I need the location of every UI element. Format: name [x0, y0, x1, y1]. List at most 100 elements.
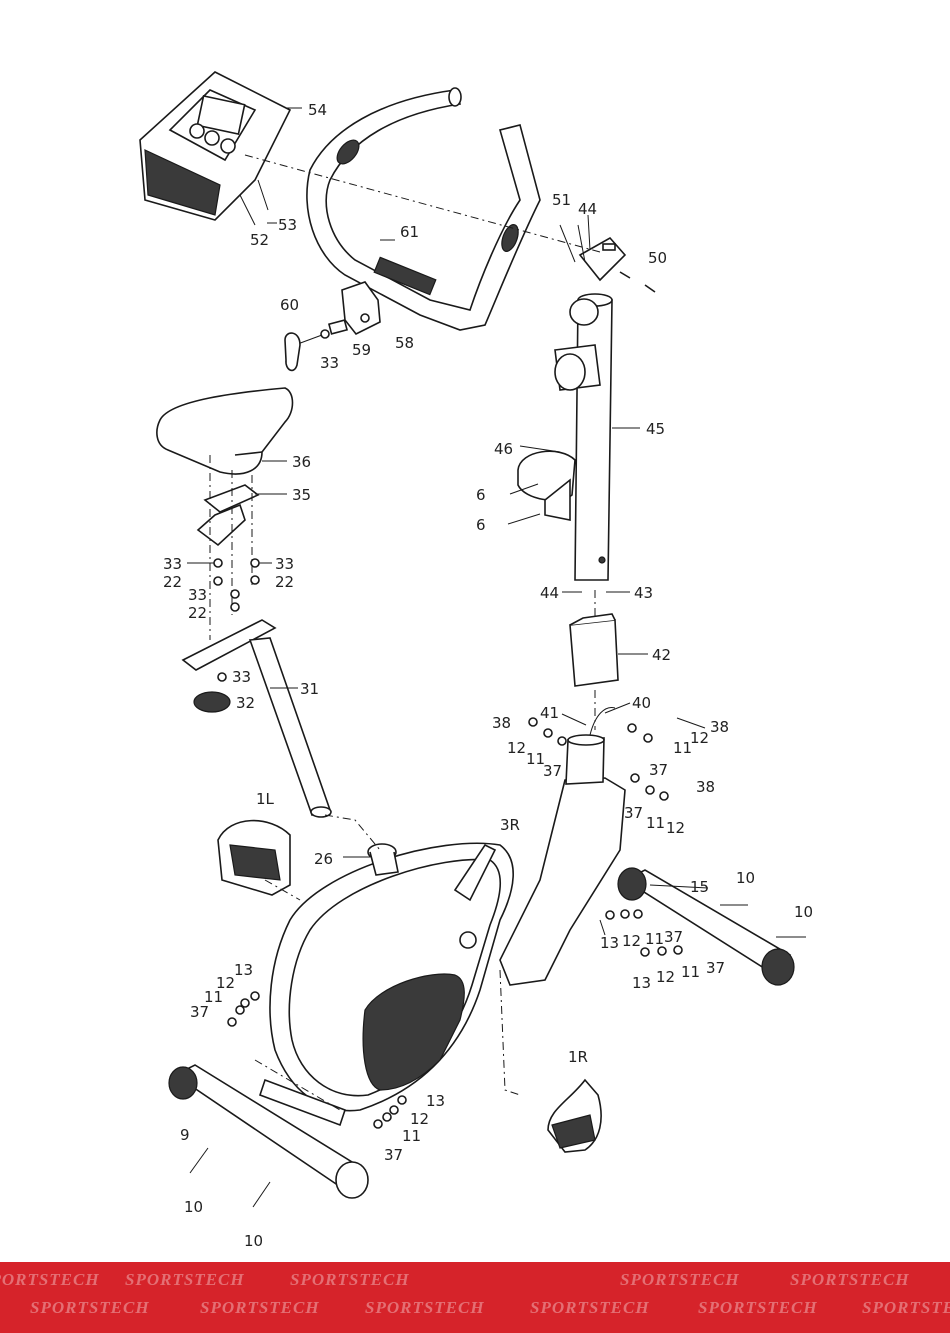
- callout-26: 26: [314, 850, 333, 868]
- callout-3R: 3R: [500, 816, 520, 834]
- callout-37: 37: [664, 928, 683, 946]
- rear-stabilizer-part-9: [168, 1064, 369, 1208]
- callout-10: 10: [244, 1232, 263, 1250]
- callout-53: 53: [278, 216, 297, 234]
- callout-37: 37: [624, 804, 643, 822]
- callout-61: 61: [400, 223, 419, 241]
- callout-51: 51: [552, 191, 571, 209]
- callout-33: 33: [320, 354, 339, 372]
- seat-part-36: [156, 387, 294, 475]
- handlebar-part-61: [306, 87, 541, 331]
- stem-tube-part-45: [554, 293, 613, 581]
- callout-37: 37: [190, 1003, 209, 1021]
- callout-22: 22: [188, 604, 207, 622]
- brand-watermark: SPORTSTECH: [30, 1298, 150, 1317]
- callout-22: 22: [163, 573, 182, 591]
- pedal-left-part-1L: [217, 819, 291, 896]
- callout-6: 6: [476, 486, 486, 504]
- callout-15: 15: [690, 878, 709, 896]
- callout-58: 58: [395, 334, 414, 352]
- callout-11: 11: [645, 930, 664, 948]
- brand-watermark: SPORTSTECH: [0, 1270, 100, 1289]
- callout-44: 44: [578, 200, 597, 218]
- callout-11: 11: [673, 739, 692, 757]
- callout-12: 12: [410, 1110, 429, 1128]
- callout-labels: 54 53 52 61 51 44 50 60 33 59 58 45 36 4…: [163, 101, 813, 1250]
- callout-10: 10: [184, 1198, 203, 1216]
- brand-watermark: SPORTSTECH: [530, 1298, 650, 1317]
- seat-bracket-part-35: [196, 455, 260, 640]
- handlebar-clamp-parts: [284, 281, 381, 372]
- callout-11: 11: [402, 1127, 421, 1145]
- callout-13: 13: [600, 934, 619, 952]
- callout-11: 11: [646, 814, 665, 832]
- brand-watermark: SPORTSTECH: [290, 1270, 410, 1289]
- callout-40: 40: [632, 694, 651, 712]
- brand-watermark: SPORTSTECH: [365, 1298, 485, 1317]
- callout-1R: 1R: [568, 1048, 588, 1066]
- brand-watermark: SPORTSTECH: [698, 1298, 818, 1317]
- callout-13: 13: [426, 1092, 445, 1110]
- brand-watermark: SPORTSTECH: [200, 1298, 320, 1317]
- left-cover-hardware: [227, 991, 407, 1129]
- front-stabilizer-part-15: [605, 867, 806, 986]
- main-frame: [499, 706, 669, 986]
- pedal-right-part-1R: [547, 1078, 602, 1153]
- brand-watermark: SPORTSTECH: [125, 1270, 245, 1289]
- callout-12: 12: [216, 974, 235, 992]
- callout-38: 38: [696, 778, 715, 796]
- callout-10: 10: [794, 903, 813, 921]
- callout-46: 46: [494, 440, 513, 458]
- callout-50: 50: [648, 249, 667, 267]
- callout-44: 44: [540, 584, 559, 602]
- callout-32: 32: [236, 694, 255, 712]
- callout-38: 38: [492, 714, 511, 732]
- console-part-54: [139, 71, 292, 226]
- callout-10: 10: [736, 869, 755, 887]
- callout-11: 11: [526, 750, 545, 768]
- callout-1L: 1L: [256, 790, 275, 808]
- callout-12: 12: [507, 739, 526, 757]
- callout-6: 6: [476, 516, 486, 534]
- callout-33: 33: [163, 555, 182, 573]
- assembly-lines: [244, 154, 601, 1111]
- brand-watermark: SPORTSTECH: [790, 1270, 910, 1289]
- callout-59: 59: [352, 341, 371, 359]
- callout-11: 11: [681, 963, 700, 981]
- callout-43: 43: [634, 584, 653, 602]
- callout-11: 11: [204, 988, 223, 1006]
- callout-36: 36: [292, 453, 311, 471]
- callout-33: 33: [232, 668, 251, 686]
- callout-12: 12: [666, 819, 685, 837]
- callout-54: 54: [308, 101, 327, 119]
- callout-13: 13: [234, 961, 253, 979]
- stem-sleeve-part-42: [569, 613, 619, 687]
- callout-12: 12: [656, 968, 675, 986]
- side-cover-part-3R: [269, 842, 514, 1112]
- exploded-parts-diagram: 54 53 52 61 51 44 50 60 33 59 58 45 36 4…: [139, 71, 813, 1250]
- callout-41: 41: [540, 704, 559, 722]
- callout-52: 52: [250, 231, 269, 249]
- callout-35: 35: [292, 486, 311, 504]
- callout-13: 13: [632, 974, 651, 992]
- callout-60: 60: [280, 296, 299, 314]
- brand-watermark: SPORTSTECH: [620, 1270, 740, 1289]
- callout-12: 12: [690, 729, 709, 747]
- callout-37: 37: [649, 761, 668, 779]
- callout-37: 37: [384, 1146, 403, 1164]
- callout-38: 38: [710, 718, 729, 736]
- callout-33: 33: [188, 586, 207, 604]
- callout-12: 12: [622, 932, 641, 950]
- brand-watermark: SPORTSTECH: [862, 1298, 950, 1317]
- callout-leaders: [187, 107, 709, 936]
- callout-45: 45: [646, 420, 665, 438]
- callout-42: 42: [652, 646, 671, 664]
- callout-31: 31: [300, 680, 319, 698]
- callout-37: 37: [706, 959, 725, 977]
- callout-37: 37: [543, 762, 562, 780]
- console-bracket: [559, 214, 656, 293]
- callout-22: 22: [275, 573, 294, 591]
- callout-9: 9: [180, 1126, 190, 1144]
- brand-footer-band: SPORTSTECH SPORTSTECH SPORTSTECH SPORTST…: [0, 1262, 950, 1333]
- bottle-holder-part-46: [507, 450, 576, 525]
